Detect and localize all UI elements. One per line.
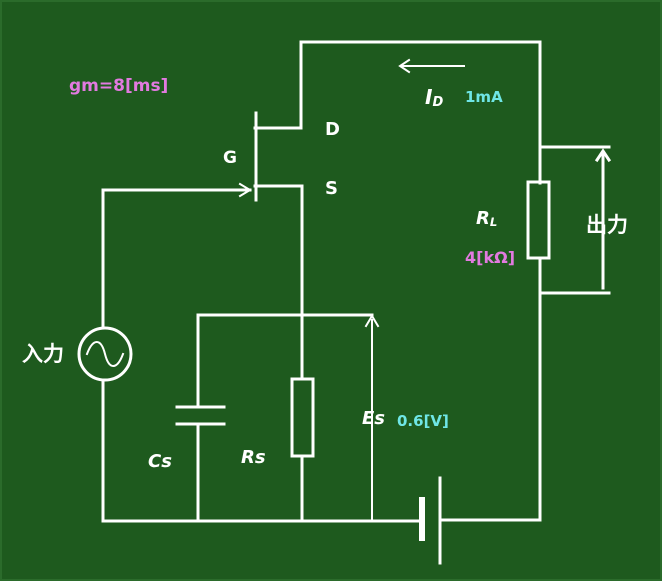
cs-branch-wire	[196, 313, 304, 409]
gm-label: gm=8[ms]	[69, 76, 169, 96]
right-rail-wire	[439, 256, 542, 522]
source-wire	[253, 184, 304, 522]
input-return-wire	[101, 379, 420, 523]
source-resistor-rs	[290, 377, 315, 458]
source-label: S	[325, 178, 338, 199]
cs-label: Cs	[148, 451, 172, 472]
rl-label-main: R	[476, 208, 490, 229]
ac-sine-wave	[85, 341, 125, 367]
drain-label: D	[325, 119, 340, 140]
id-label: ID	[425, 87, 443, 109]
id-value: 1mA	[465, 88, 503, 106]
gate-wire	[101, 188, 252, 329]
rl-label-sub: L	[489, 214, 498, 229]
rs-label: Rs	[241, 447, 266, 468]
capacitor-cs	[175, 405, 226, 426]
arrow-left-icon	[398, 58, 465, 74]
output-label: 出力	[586, 213, 628, 237]
es-value: 0.6[V]	[397, 412, 449, 430]
ac-source-icon	[77, 326, 133, 382]
rl-value: 4[kΩ]	[465, 248, 515, 267]
output-arrow-icon	[594, 148, 612, 290]
id-label-main: I	[425, 85, 433, 109]
gate-label: G	[223, 148, 237, 168]
es-arrow-icon	[364, 314, 380, 520]
drain-wire	[253, 40, 542, 185]
input-label: 入力	[22, 342, 64, 366]
rl-label: RL	[476, 210, 497, 228]
es-label: Es	[362, 408, 386, 429]
gate-arrow-icon	[238, 182, 252, 198]
id-label-sub: D	[432, 94, 444, 110]
load-resistor-rl	[526, 180, 551, 260]
